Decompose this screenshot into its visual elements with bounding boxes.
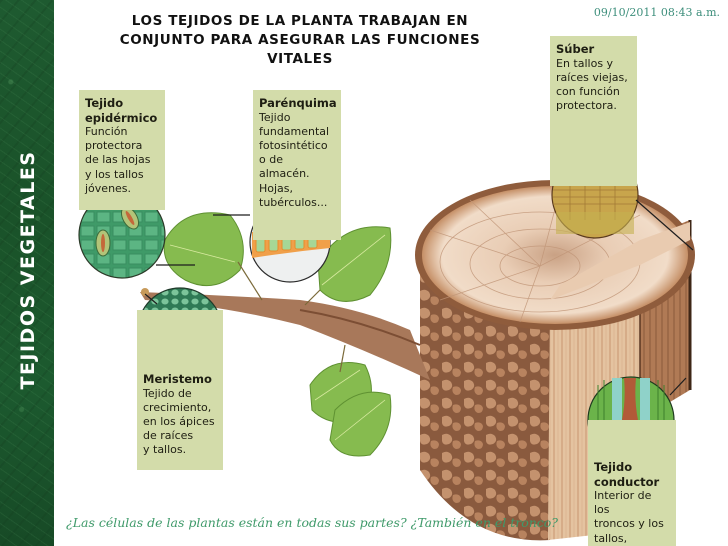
sidebar-banner: TEJIDOS VEGETALES: [0, 0, 54, 546]
label-description: Tejido de crecimiento, en los ápices de …: [143, 386, 215, 457]
label-tejido-conductor: Tejido conductor Interior de los troncos…: [588, 420, 676, 546]
label-description: En tallos y raíces viejas, con función p…: [556, 56, 628, 113]
label-parenquima: Parénquima Tejido fundamental fotosintét…: [253, 90, 341, 240]
footer-caption: ¿Las células de las plantas están en tod…: [66, 515, 559, 530]
timestamp: 09/10/2011 08:43 a.m.: [593, 6, 720, 19]
label-title: Súber: [556, 42, 595, 56]
label-description: Interior de los troncos y los tallos, ne…: [594, 489, 664, 546]
label-tejido-epidermico: Tejido epidérmico Función protectora de …: [79, 90, 165, 210]
label-meristemo: Meristemo Tejido de crecimiento, en los …: [137, 310, 223, 470]
label-description: Tejido fundamental fotosintético o de al…: [259, 110, 330, 209]
label-suber: Súber En tallos y raíces viejas, con fun…: [550, 36, 637, 186]
label-title: Tejido conductor: [594, 460, 660, 489]
label-title: Meristemo: [143, 372, 212, 386]
label-title: Tejido epidérmico: [85, 96, 158, 125]
label-description: Función protectora de las hojas y los ta…: [85, 125, 151, 195]
page-title: LOS TEJIDOS DE LA PLANTA TRABAJAN EN CON…: [119, 13, 481, 67]
sidebar-title: TEJIDOS VEGETALES: [17, 150, 39, 390]
label-title: Parénquima: [259, 96, 337, 110]
